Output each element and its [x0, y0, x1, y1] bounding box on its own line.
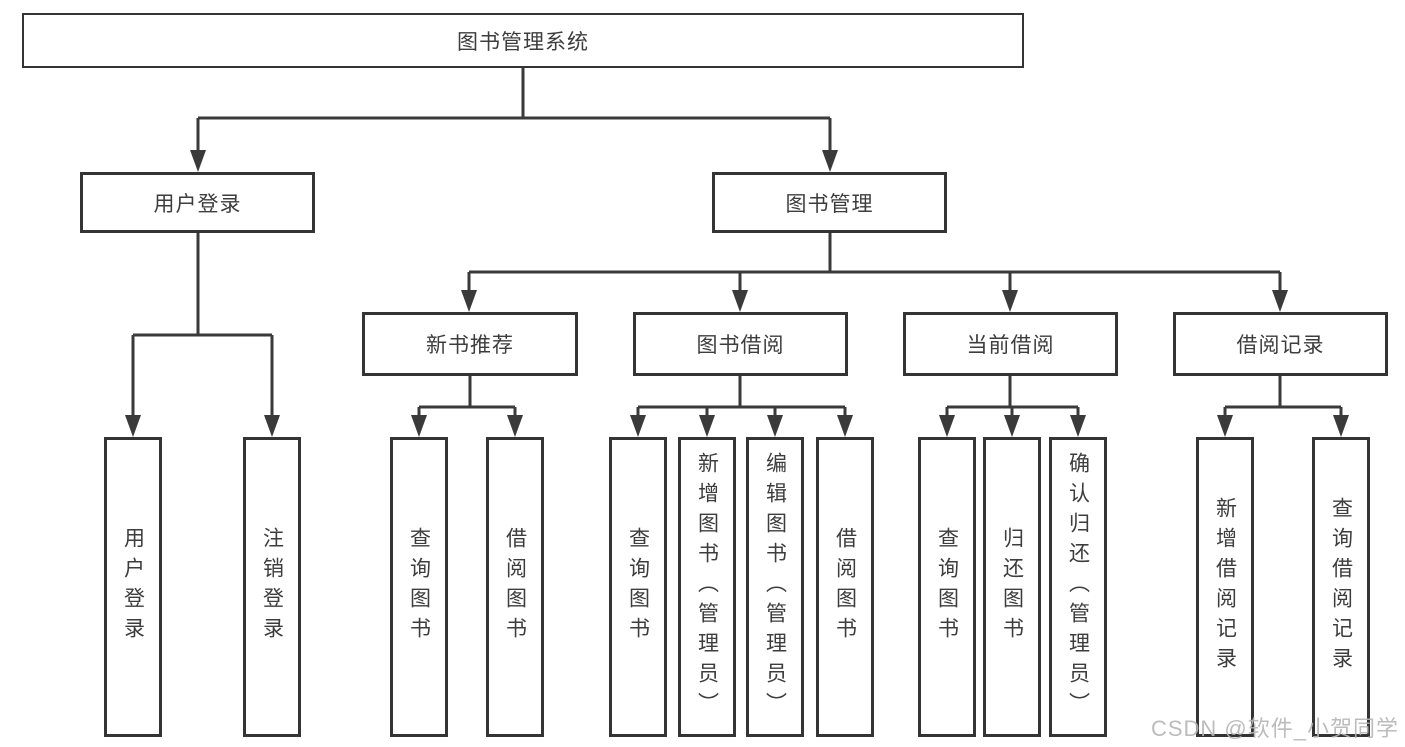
leaf-recommend-borrow-books-label: 借阅图书 — [503, 527, 527, 647]
node-new-book-recommend: 新书推荐 — [362, 312, 578, 376]
arrowhead — [732, 290, 748, 312]
arrowhead — [1333, 415, 1349, 437]
arrowhead — [630, 415, 646, 437]
arrowhead — [1272, 290, 1288, 312]
leaf-borrowing-borrow-books: 借阅图书 — [816, 437, 874, 737]
node-book-management-branch-label: 图书管理 — [785, 192, 874, 216]
arrowhead — [190, 150, 206, 172]
arrowheads — [125, 150, 1349, 437]
node-new-book-recommend-label: 新书推荐 — [426, 334, 514, 357]
leaf-recommend-query-books: 查询图书 — [390, 437, 448, 737]
node-current-borrowing-label: 当前借阅 — [966, 334, 1055, 357]
node-book-borrowing-label: 图书借阅 — [696, 334, 785, 357]
leaf-current-return-books-label: 归还图书 — [1000, 527, 1024, 647]
arrowhead — [1004, 415, 1020, 437]
node-borrowing-records: 借阅记录 — [1173, 312, 1388, 376]
arrowhead — [461, 290, 477, 312]
leaf-records-add-record-label: 新增借阅记录 — [1213, 497, 1237, 677]
leaf-borrowing-add-books-admin-label: 新增图书（管理员） — [695, 452, 719, 722]
leaf-records-add-record: 新增借阅记录 — [1196, 437, 1254, 737]
leaf-borrowing-add-books-admin: 新增图书（管理员） — [678, 437, 736, 737]
node-system-root: 图书管理系统 — [22, 13, 1024, 68]
arrowhead — [1002, 290, 1018, 312]
leaf-borrowing-query-books: 查询图书 — [609, 437, 667, 737]
arrowhead — [699, 415, 715, 437]
arrowhead — [822, 150, 838, 172]
node-book-borrowing: 图书借阅 — [633, 312, 848, 376]
leaf-borrowing-edit-books-admin: 编辑图书（管理员） — [746, 437, 804, 737]
node-user-login-branch-label: 用户登录 — [153, 192, 242, 216]
arrowhead — [507, 415, 523, 437]
leaf-current-confirm-return-admin: 确认归还（管理员） — [1049, 437, 1107, 737]
tree-edges — [131, 68, 1343, 417]
leaf-records-query-record: 查询借阅记录 — [1312, 437, 1370, 737]
leaf-recommend-borrow-books: 借阅图书 — [486, 437, 544, 737]
leaf-borrowing-query-books-label: 查询图书 — [626, 527, 650, 647]
arrowhead — [837, 415, 853, 437]
leaf-logout-label: 注销登录 — [260, 527, 284, 647]
arrowhead — [1070, 415, 1086, 437]
node-user-login-branch: 用户登录 — [80, 172, 315, 233]
arrowhead — [939, 415, 955, 437]
arrowhead — [767, 415, 783, 437]
leaf-current-query-books-label: 查询图书 — [935, 527, 959, 647]
arrowhead — [125, 415, 141, 437]
node-current-borrowing: 当前借阅 — [903, 312, 1118, 376]
node-book-management-branch: 图书管理 — [712, 172, 947, 233]
leaf-user-login-label: 用户登录 — [121, 527, 145, 647]
leaf-current-return-books: 归还图书 — [983, 437, 1041, 737]
arrowhead — [411, 415, 427, 437]
csdn-watermark: CSDN @软件_小贺同学 — [1150, 716, 1399, 741]
arrowhead — [1217, 415, 1233, 437]
arrowhead — [264, 415, 280, 437]
leaf-borrowing-borrow-books-label: 借阅图书 — [833, 527, 857, 647]
node-system-root-label: 图书管理系统 — [457, 30, 589, 54]
leaf-recommend-query-books-label: 查询图书 — [407, 527, 431, 647]
leaf-records-query-record-label: 查询借阅记录 — [1329, 497, 1353, 677]
leaf-user-login: 用户登录 — [104, 437, 162, 737]
node-borrowing-records-label: 借阅记录 — [1236, 334, 1325, 357]
leaf-current-confirm-return-admin-label: 确认归还（管理员） — [1066, 452, 1090, 722]
leaf-current-query-books: 查询图书 — [918, 437, 976, 737]
leaf-logout: 注销登录 — [243, 437, 301, 737]
leaf-borrowing-edit-books-admin-label: 编辑图书（管理员） — [763, 452, 787, 722]
